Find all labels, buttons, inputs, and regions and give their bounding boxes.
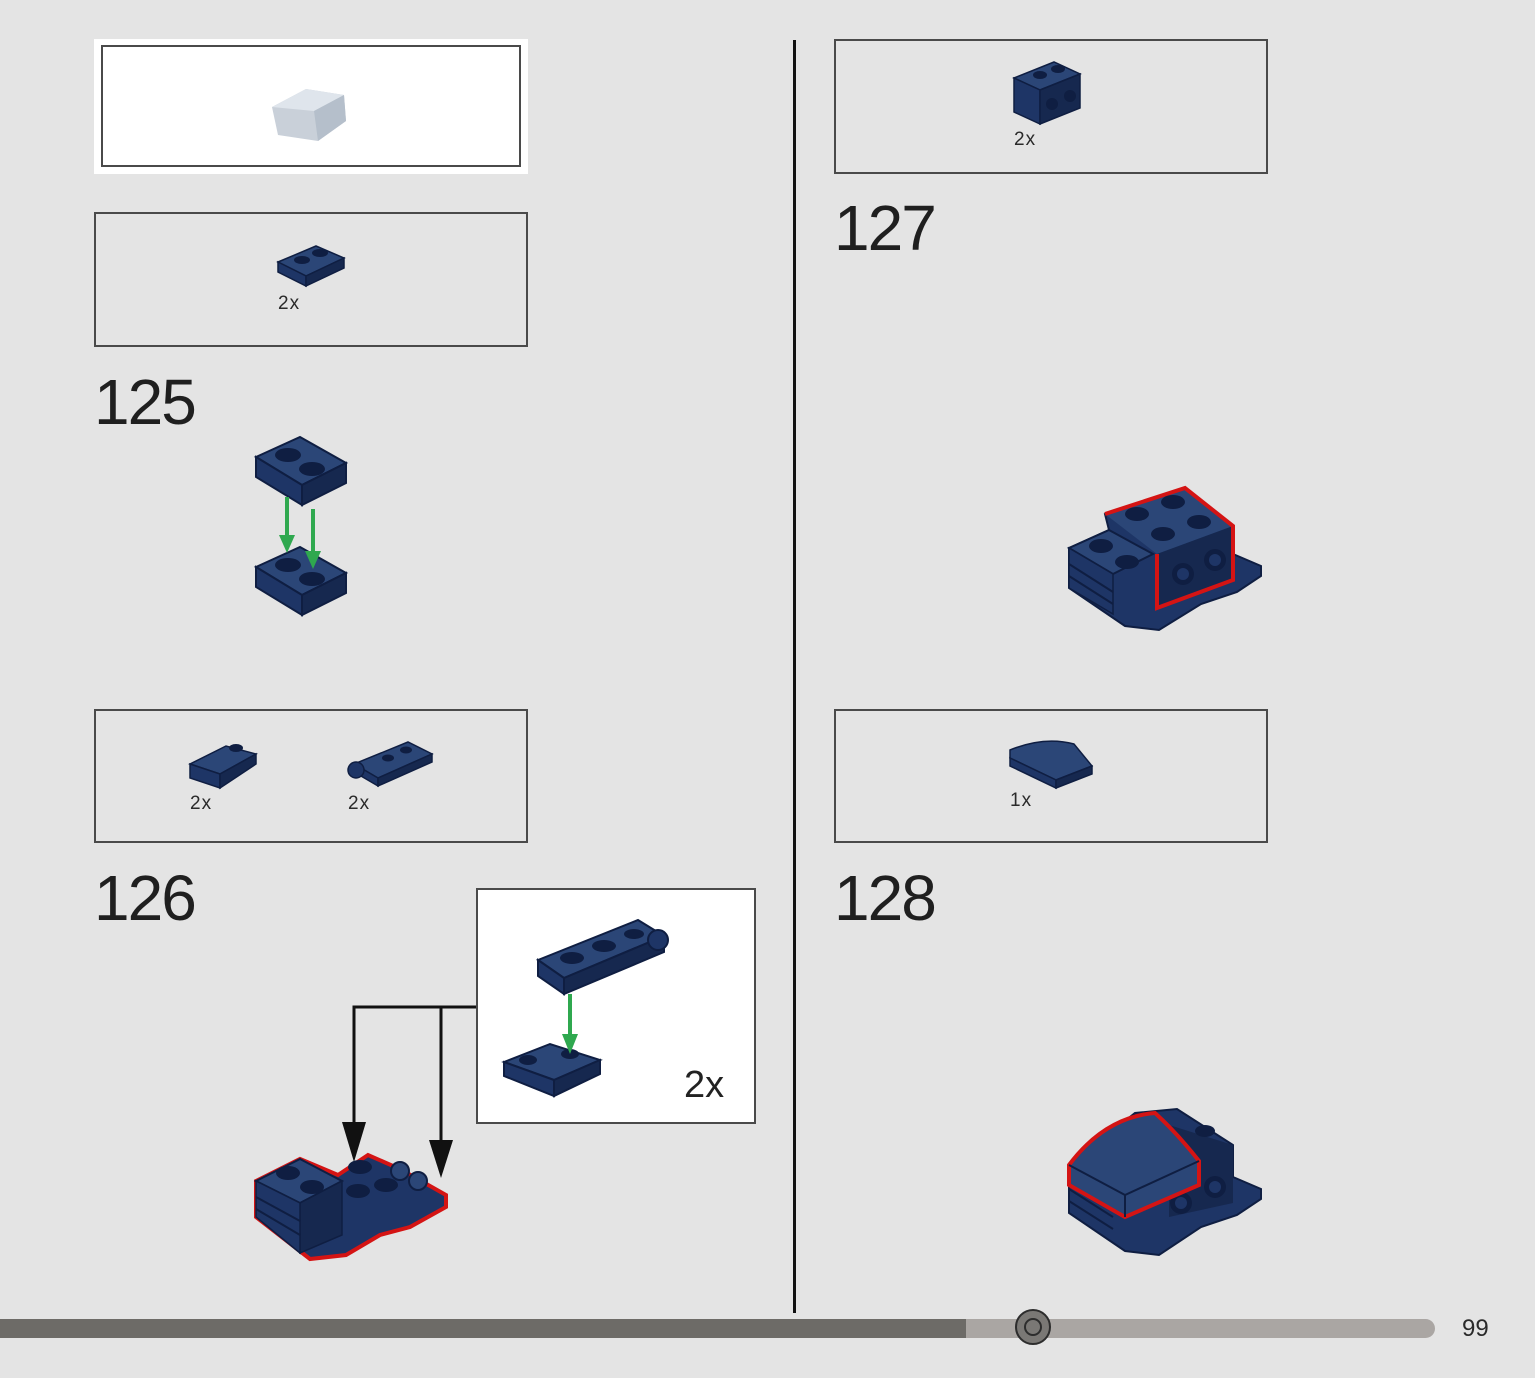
curved-slope-part	[501, 1042, 603, 1098]
step-126-model	[253, 1152, 448, 1262]
step-number-127: 127	[834, 192, 937, 264]
plate-1x2-icon	[276, 245, 346, 288]
step-128-model	[1067, 1107, 1262, 1257]
step-125-illustration	[253, 435, 349, 617]
page-progress-bar	[0, 1309, 1435, 1345]
hinge-plate-part	[535, 918, 669, 996]
page-number: 99	[1462, 1315, 1489, 1342]
qty-label: 2x	[190, 793, 213, 814]
qty-label: 1x	[1010, 790, 1033, 811]
progress-fill	[0, 1319, 966, 1338]
step-number-128: 128	[834, 862, 937, 934]
subassembly-multiplier: 2x	[684, 1064, 725, 1106]
step-number-126: 126	[94, 862, 197, 934]
qty-label: 2x	[348, 793, 371, 814]
reference-part-icon	[272, 89, 346, 141]
brick-studs-on-side-icon	[1012, 61, 1082, 126]
subassembly-callout: 2x	[476, 888, 756, 1124]
parts-list-127	[834, 39, 1268, 174]
hinge-plate-icon	[347, 741, 434, 788]
step-number-125: 125	[94, 366, 197, 438]
progress-knob[interactable]	[1015, 1309, 1051, 1345]
reference-callout	[94, 39, 528, 174]
parts-list-126	[94, 709, 528, 843]
qty-label: 2x	[278, 293, 301, 314]
parts-list-125	[94, 212, 528, 347]
green-arrow-icon	[562, 994, 578, 1054]
curved-slope-2x2-icon	[1009, 740, 1094, 790]
step-127-model	[1066, 485, 1262, 632]
curved-slope-icon	[188, 744, 258, 790]
callout-arrows	[342, 1005, 476, 1178]
parts-list-128	[834, 709, 1268, 843]
qty-label: 2x	[1014, 129, 1037, 150]
page-divider	[793, 40, 796, 1313]
